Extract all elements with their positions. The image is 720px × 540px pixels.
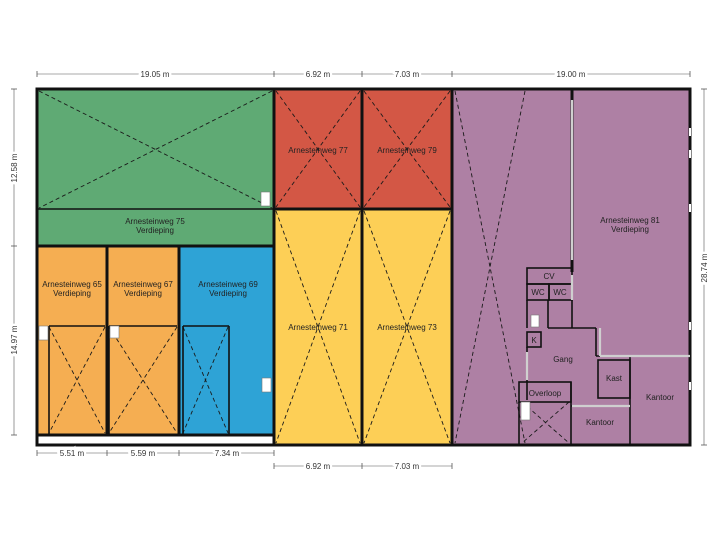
dim-bottom-2: 5.59 m (131, 449, 156, 458)
room-label-kast: Kast (606, 374, 623, 383)
dim-bottom-3: 7.34 m (215, 449, 240, 458)
dim-top-3: 7.03 m (395, 70, 420, 79)
dim-bottom-1: 5.51 m (60, 449, 85, 458)
room-label-kantoor-1: Kantoor (646, 393, 674, 402)
room-sublabel-65: Verdieping (53, 289, 91, 298)
room-label-gang: Gang (553, 355, 573, 364)
room-label-77: Arnesteinweg 77 (288, 146, 348, 155)
room-sublabel-67: Verdieping (124, 289, 162, 298)
room-sublabel-81: Verdieping (611, 225, 649, 234)
room-69-fill (179, 246, 274, 435)
room-label-75: Arnesteinweg 75 (125, 217, 185, 226)
room-label-overloop: Overloop (529, 389, 562, 398)
room-label-71: Arnesteinweg 71 (288, 323, 348, 332)
room-label-65: Arnesteinweg 65 (42, 280, 102, 289)
inner-outlines (48, 325, 230, 435)
dim-top-2: 6.92 m (306, 70, 331, 79)
dim-top-4: 19.00 m (557, 70, 586, 79)
void-markers (38, 90, 570, 444)
room-label-k: K (531, 336, 537, 345)
room-65-fill (37, 246, 107, 435)
dim-top-1: 19.05 m (141, 70, 170, 79)
room-73-fill (362, 209, 452, 445)
room-label-67: Arnesteinweg 67 (113, 280, 173, 289)
room-label-kantoor-2: Kantoor (586, 418, 614, 427)
room-71-fill (274, 209, 362, 445)
room-label-wc-1: WC (531, 288, 545, 297)
room-label-81: Arnesteinweg 81 (600, 216, 660, 225)
room-75-fill (37, 89, 274, 246)
dim-left-2: 14.97 m (10, 325, 19, 354)
partitions (525, 100, 690, 408)
dimension-lines (11, 71, 707, 469)
room-label-79: Arnesteinweg 79 (377, 146, 437, 155)
room-sublabel-69: Verdieping (209, 289, 247, 298)
dim-bottom-5: 7.03 m (395, 462, 420, 471)
room-sublabel-75: Verdieping (136, 226, 174, 235)
dim-left-1: 12.58 m (10, 153, 19, 182)
stair-symbols (38, 191, 540, 421)
room-label-69: Arnesteinweg 69 (198, 280, 258, 289)
room-label-cv: CV (543, 272, 555, 281)
walls (35, 87, 692, 447)
dim-bottom-4: 6.92 m (306, 462, 331, 471)
room-label-73: Arnesteinweg 73 (377, 323, 437, 332)
dim-right-1: 28.74 m (700, 253, 709, 282)
room-67-fill (107, 246, 179, 435)
room-label-wc-2: WC (553, 288, 567, 297)
